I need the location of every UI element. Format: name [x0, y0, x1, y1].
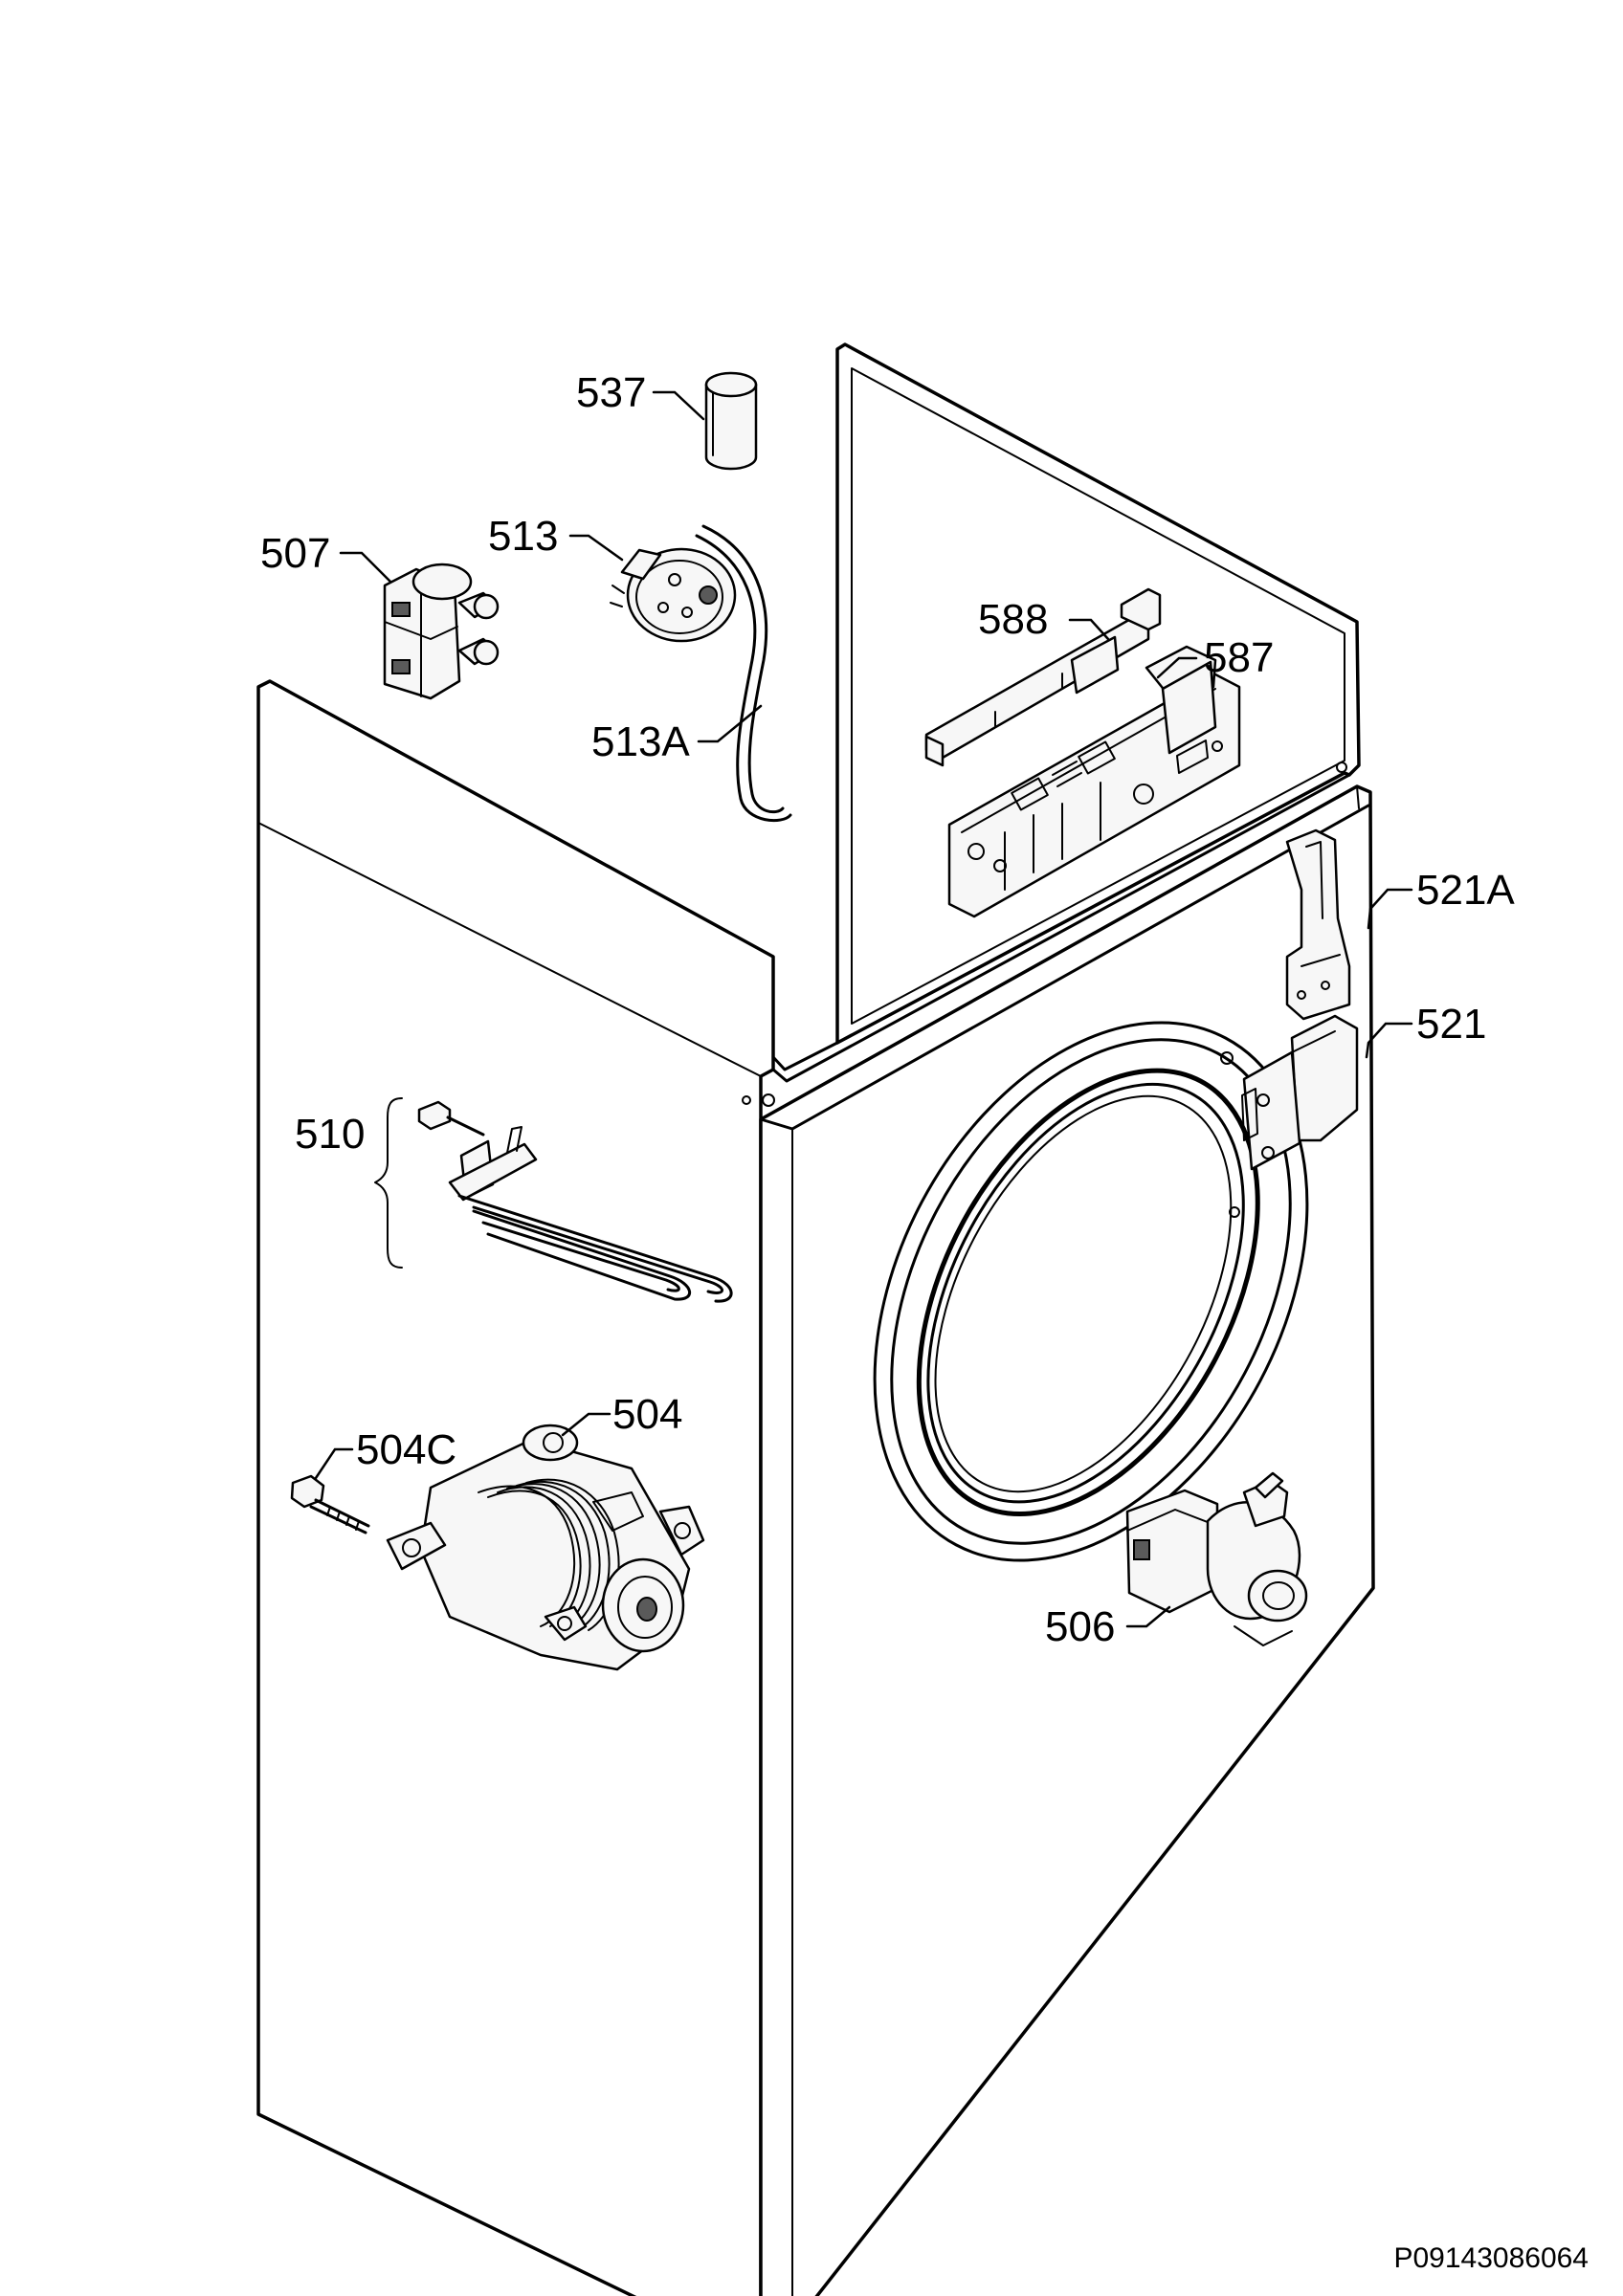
label-521: 521 — [1416, 1001, 1486, 1048]
label-588: 588 — [978, 596, 1048, 643]
drawing-reference-number: P09143086064 — [1393, 2242, 1589, 2274]
label-537: 537 — [576, 369, 646, 416]
part-521-door-lock — [1241, 1014, 1359, 1171]
leader-lines — [314, 390, 1413, 1628]
part-504-motor — [386, 1424, 705, 1671]
part-504c-bolt — [290, 1474, 370, 1534]
part-587-control-board — [947, 645, 1241, 918]
part-521a-lock-bracket — [1285, 828, 1351, 1021]
label-506: 506 — [1045, 1603, 1115, 1650]
callout-labels: 537 507 513 513A 588 587 521A 521 510 50… — [260, 369, 1515, 1650]
part-507-inlet-valve — [383, 563, 500, 700]
label-504c: 504C — [356, 1426, 456, 1473]
part-537-cylinder — [704, 371, 758, 471]
label-521a: 521A — [1416, 867, 1515, 914]
label-513a: 513A — [591, 718, 690, 765]
label-510: 510 — [295, 1111, 365, 1158]
part-513-pressure-switch — [610, 547, 737, 643]
part-513a-hose — [695, 524, 792, 823]
part-588-switch-bar — [924, 587, 1162, 767]
label-507: 507 — [260, 530, 330, 577]
label-587: 587 — [1204, 634, 1274, 681]
door-opening — [873, 1021, 1309, 1562]
label-513: 513 — [488, 513, 558, 560]
part-506-drain-pump — [1125, 1471, 1308, 1646]
label-504: 504 — [612, 1391, 682, 1438]
part-510-heating-element — [374, 1097, 733, 1303]
